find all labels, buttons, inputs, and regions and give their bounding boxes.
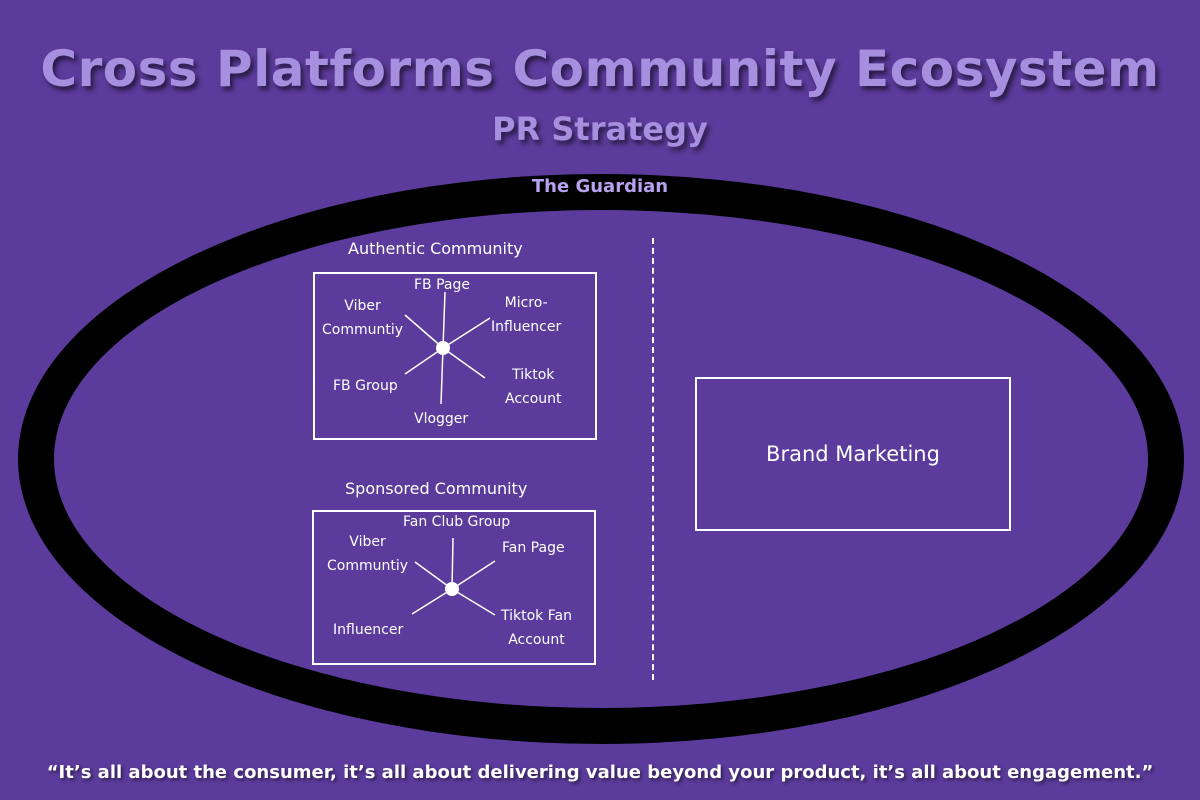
spoke-vlogger — [440, 347, 444, 405]
node-viber-community-sponsored: Viber Communtiy — [327, 534, 409, 574]
sponsored-hub — [445, 582, 459, 596]
spoke-fan-club — [451, 537, 454, 590]
spoke-tiktok — [442, 347, 486, 379]
footer-quote: “It’s all about the consumer, it’s all a… — [46, 762, 1154, 783]
spoke-tiktok-fan — [451, 588, 496, 616]
node-tiktok-fan-account: Tiktok Fan Account — [501, 608, 572, 648]
node-fan-club-group: Fan Club Group — [403, 514, 511, 530]
authentic-hub — [436, 341, 450, 355]
spoke-micro-influencer — [442, 317, 491, 349]
node-fan-page: Fan Page — [502, 540, 565, 556]
node-micro-influencer: Micro- Influencer — [491, 295, 562, 335]
page-title: Cross Platforms Community Ecosystem — [40, 40, 1160, 98]
node-fb-page: FB Page — [414, 277, 470, 293]
node-fb-group: FB Group — [333, 378, 398, 394]
brand-marketing-label: Brand Marketing — [766, 442, 940, 466]
node-vlogger: Vlogger — [414, 411, 469, 427]
sponsored-community-box — [312, 510, 596, 665]
page-subtitle: PR Strategy — [492, 110, 708, 148]
authentic-community-box — [313, 272, 597, 440]
guardian-label: The Guardian — [531, 176, 669, 197]
spoke-fb-page — [442, 291, 446, 349]
brand-marketing-box: Brand Marketing — [695, 377, 1011, 531]
node-influencer: Influencer — [333, 622, 404, 638]
authentic-community-title: Authentic Community — [348, 239, 523, 258]
node-tiktok-account: Tiktok Account — [505, 367, 562, 407]
spoke-influencer — [411, 588, 453, 615]
sponsored-community-title: Sponsored Community — [345, 479, 528, 498]
spoke-fan-page — [451, 560, 496, 590]
dashed-divider — [652, 238, 654, 680]
node-viber-community: Viber Communtiy — [322, 298, 404, 338]
